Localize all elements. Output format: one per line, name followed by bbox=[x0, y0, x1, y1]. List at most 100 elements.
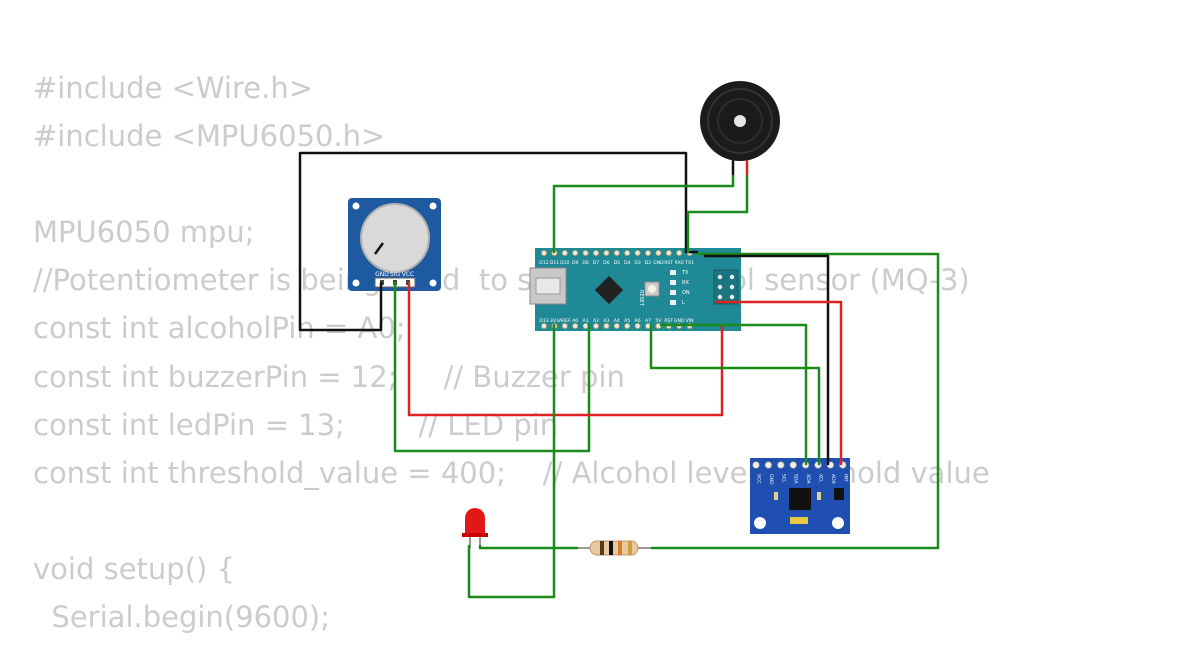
nano-pin-label: D10 bbox=[560, 260, 569, 266]
mpu-pin-label: SCL bbox=[780, 474, 786, 483]
wire-resistor-gnd bbox=[650, 252, 940, 550]
nano-pin[interactable] bbox=[624, 322, 631, 329]
mpu-pin-label: GND bbox=[768, 474, 774, 485]
nano-pin[interactable] bbox=[593, 249, 600, 256]
red-led[interactable] bbox=[462, 508, 488, 548]
nano-pin-label: AREF bbox=[559, 318, 571, 324]
nano-pin[interactable] bbox=[613, 322, 620, 329]
nano-pin[interactable] bbox=[634, 322, 641, 329]
nano-pin[interactable] bbox=[572, 322, 579, 329]
nano-pin[interactable] bbox=[655, 249, 662, 256]
mpu-pin-label: SDA bbox=[793, 474, 799, 484]
nano-pin-label: GND bbox=[674, 318, 685, 324]
code-line: #include <MPU6050.h> bbox=[33, 119, 386, 154]
code-line: const int ledPin = 13; // LED pin bbox=[33, 407, 559, 442]
nano-pin-label: D2 bbox=[645, 260, 652, 266]
wire-buzzer-signal bbox=[552, 174, 735, 254]
nano-pin-label: A6 bbox=[635, 318, 641, 324]
led-label: L bbox=[682, 300, 685, 306]
buzzer[interactable] bbox=[700, 81, 780, 176]
nano-pin[interactable] bbox=[624, 249, 631, 256]
nano-pin-label: D8 bbox=[582, 260, 589, 266]
mpu-pin-label: XCL bbox=[818, 474, 824, 483]
nano-pin-label: 3V3 bbox=[550, 318, 559, 324]
nano-pin-label: A7 bbox=[645, 318, 651, 324]
nano-pin-label: RST bbox=[664, 318, 673, 324]
nano-pin-label: VIN bbox=[686, 318, 694, 324]
nano-pin-label: D6 bbox=[603, 260, 610, 266]
nano-pin[interactable] bbox=[645, 249, 652, 256]
potentiometer-knob[interactable] bbox=[360, 203, 430, 273]
nano-pin-label: A2 bbox=[593, 318, 599, 324]
buzzer-hole bbox=[734, 115, 746, 127]
nano-pin[interactable] bbox=[572, 249, 579, 256]
wire-gnd-pot bbox=[298, 151, 699, 332]
nano-pin[interactable] bbox=[582, 322, 589, 329]
nano-pin-label: A0 bbox=[572, 318, 578, 324]
nano-pin-label: RX0 bbox=[675, 260, 684, 266]
potentiometer[interactable]: GND SIG VCC bbox=[348, 198, 441, 291]
pot-pin-label: SIG bbox=[390, 271, 401, 278]
nano-pin-label: 5V bbox=[655, 318, 662, 324]
nano-pin-label: A5 bbox=[624, 318, 630, 324]
nano-pin[interactable] bbox=[603, 249, 610, 256]
code-background: #include <Wire.h> #include <MPU6050.h> MPU… bbox=[33, 68, 1133, 634]
wire-mpu-sda bbox=[649, 323, 821, 466]
pot-pin-label: VCC bbox=[402, 271, 414, 278]
code-line: MPU6050 mpu; bbox=[33, 215, 255, 250]
nano-pin[interactable] bbox=[582, 249, 589, 256]
reset-button[interactable] bbox=[648, 285, 656, 293]
mpu-pin-label: XDA bbox=[805, 474, 811, 485]
mpu-pin-label: VCC bbox=[756, 474, 762, 484]
mpu-pin-label: AD0 bbox=[830, 474, 836, 484]
nano-pin[interactable] bbox=[603, 322, 610, 329]
reset-label: RESET bbox=[638, 290, 644, 307]
nano-pin-label: D11 bbox=[550, 260, 559, 266]
arduino-board bbox=[535, 248, 741, 331]
nano-pin-label: D3 bbox=[634, 260, 641, 266]
nano-pin-label: D7 bbox=[593, 260, 600, 266]
mpu-pin[interactable] bbox=[776, 461, 785, 469]
nano-pin[interactable] bbox=[634, 249, 641, 256]
mpu-pin[interactable] bbox=[764, 461, 773, 469]
nano-pin[interactable] bbox=[561, 322, 568, 329]
nano-pin-label: D12 bbox=[539, 260, 548, 266]
led-label: TX bbox=[681, 270, 689, 276]
nano-pin-label: A3 bbox=[603, 318, 609, 324]
nano-pin[interactable] bbox=[541, 249, 548, 256]
nano-pin[interactable] bbox=[561, 249, 568, 256]
mpu-pin[interactable] bbox=[752, 461, 760, 469]
wires bbox=[298, 151, 940, 599]
mpu-pin-label: INT bbox=[842, 474, 848, 482]
nano-pin[interactable] bbox=[665, 249, 672, 256]
wire-mpu-gnd bbox=[703, 254, 830, 466]
code-line: #include <Wire.h> bbox=[33, 71, 314, 105]
nano-pin-label: A4 bbox=[614, 318, 620, 324]
nano-pin-label: D5 bbox=[614, 260, 621, 266]
nano-pin[interactable] bbox=[541, 322, 548, 329]
nano-pin[interactable] bbox=[593, 322, 600, 329]
wire-pot-vcc bbox=[407, 281, 724, 417]
code-line: const int threshold_value = 400; // Alco… bbox=[33, 455, 990, 490]
mpu6050-module[interactable]: VCC GND SCL SDA XDA XCL AD0 INT bbox=[750, 458, 850, 534]
nano-pin[interactable] bbox=[676, 249, 683, 256]
nano-pin-label: D9 bbox=[572, 260, 579, 266]
nano-pin-label: RST bbox=[664, 260, 673, 266]
nano-pin[interactable] bbox=[613, 249, 620, 256]
led-body bbox=[465, 508, 485, 535]
wire-led-signal bbox=[467, 323, 556, 599]
nano-pin-label: D4 bbox=[624, 260, 631, 266]
code-line: void setup() { bbox=[33, 551, 235, 586]
wire-mpu-scl bbox=[659, 323, 808, 466]
nano-pin-label: TX1 bbox=[684, 260, 694, 266]
resistor[interactable] bbox=[576, 540, 652, 556]
nano-pin-label: A1 bbox=[583, 318, 589, 324]
nano-pin-label: D13 bbox=[539, 318, 548, 324]
mpu-chip bbox=[789, 488, 811, 510]
led-label: ON bbox=[682, 290, 690, 296]
mpu-pin[interactable] bbox=[789, 461, 797, 469]
led-label: RX bbox=[682, 280, 689, 286]
wire-mpu-vcc bbox=[714, 300, 843, 466]
